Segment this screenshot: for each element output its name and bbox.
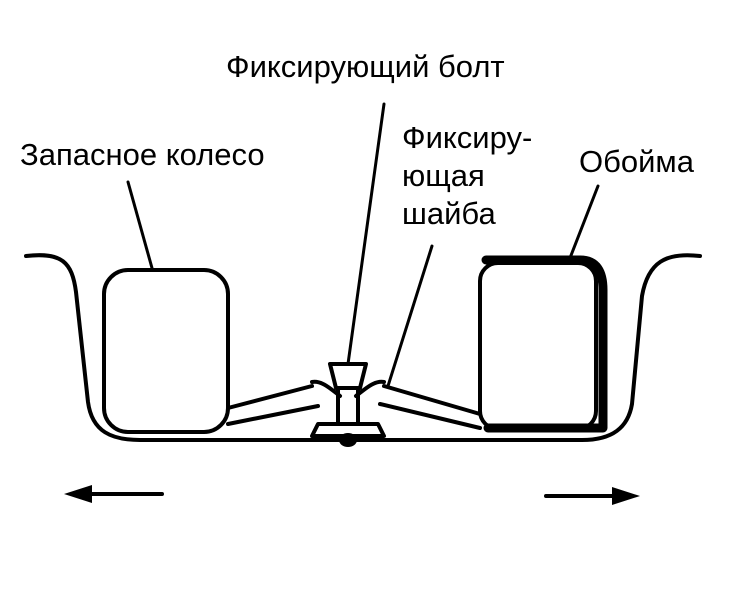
arrow-right-icon bbox=[612, 487, 640, 505]
label-fixing-bolt: Фиксирующий болт bbox=[226, 49, 505, 84]
label-spare-wheel: Запасное колесо bbox=[20, 137, 265, 172]
leader-spare-wheel bbox=[126, 180, 154, 270]
label-fixing-washer-line-1: Фиксиру- bbox=[402, 120, 532, 155]
fixing-bolt-head bbox=[328, 362, 368, 390]
leader-fixing-washer bbox=[386, 244, 434, 388]
label-clip: Обойма bbox=[579, 144, 695, 179]
leader-clip bbox=[568, 184, 600, 260]
label-fixing-washer-line-2: ющая bbox=[402, 158, 485, 193]
label-fixing-washer-line-3: шайба bbox=[402, 196, 496, 231]
fixing-bolt-shank bbox=[336, 386, 360, 426]
clip bbox=[481, 255, 608, 433]
washer-right-upper bbox=[382, 384, 482, 416]
washer-left-lower bbox=[226, 404, 320, 426]
leader-fixing-bolt bbox=[346, 102, 386, 366]
washer-right-lower bbox=[378, 402, 482, 430]
arrow-left-icon bbox=[64, 485, 92, 503]
fixing-bolt-nut bbox=[339, 433, 357, 447]
washer-left-upper bbox=[226, 384, 314, 410]
spare-wheel-left bbox=[102, 268, 230, 434]
spare-wheel-right bbox=[478, 261, 598, 431]
wheel-well-pan bbox=[24, 253, 702, 442]
fixing-bolt-base bbox=[310, 422, 386, 438]
